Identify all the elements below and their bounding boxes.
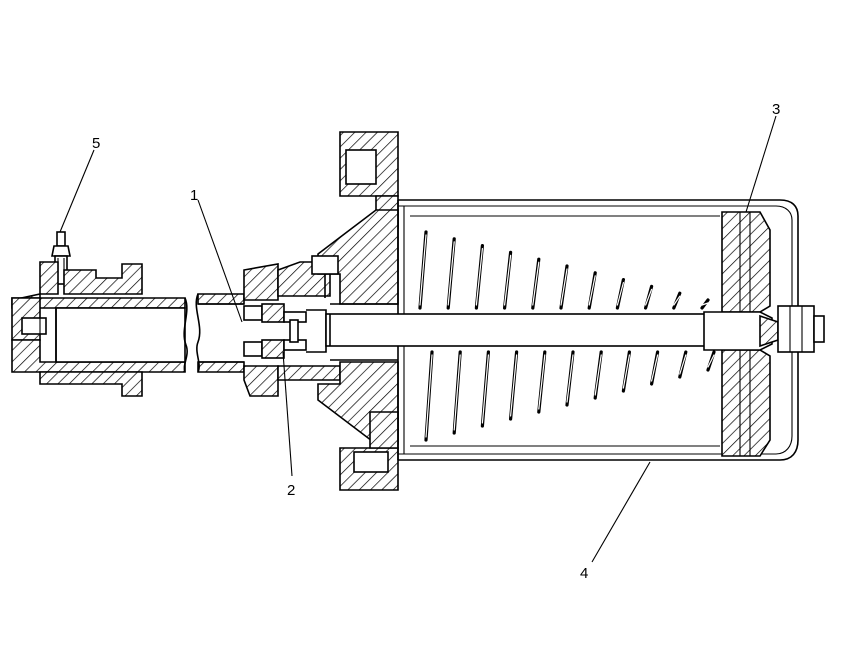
push-rod-tube [195,293,245,373]
spring-coil-upper-core [419,234,427,306]
piston-rod [325,313,707,347]
spring-coil-lower-core [594,354,602,396]
callout-label-5: 5 [92,135,100,152]
callout-label-2: 2 [287,482,295,499]
spring-coil-lower-core [425,354,433,438]
spring-coil-upper-core [447,241,455,306]
spring-coil-lower-core [679,354,687,375]
spring-coil-upper-core [644,288,653,306]
diaphragm-piston [703,211,825,457]
spring-coil-upper-core [588,275,596,306]
spring-coil-upper-core [475,248,483,306]
spring-coil-lower-core [707,354,715,368]
spring-coil-upper-core [616,282,625,306]
spring-coil-lower-core [538,354,546,410]
spring-coil-lower-core [510,354,518,417]
spring-coil-lower-core [566,354,574,403]
spring-coil-upper-core [560,268,568,306]
left-end-fitting [11,231,188,397]
spring-coil-upper-core [532,261,540,306]
spring-coil-upper-core [504,254,512,306]
spring-coil-lower-core [650,354,659,382]
callout-label-3: 3 [772,101,780,118]
spring-coil-upper-core [673,295,681,306]
spring-coil-lower-core [481,354,489,424]
spring-coil-lower-core [622,354,631,389]
callout-label-1: 1 [190,187,198,204]
spring-coil-upper-core [701,302,709,306]
mounting-flange [311,131,399,491]
callout-leaders [59,115,777,563]
coil-spring [418,230,716,442]
callout-label-4: 4 [580,565,588,582]
spring-coil-lower-core [453,354,461,431]
